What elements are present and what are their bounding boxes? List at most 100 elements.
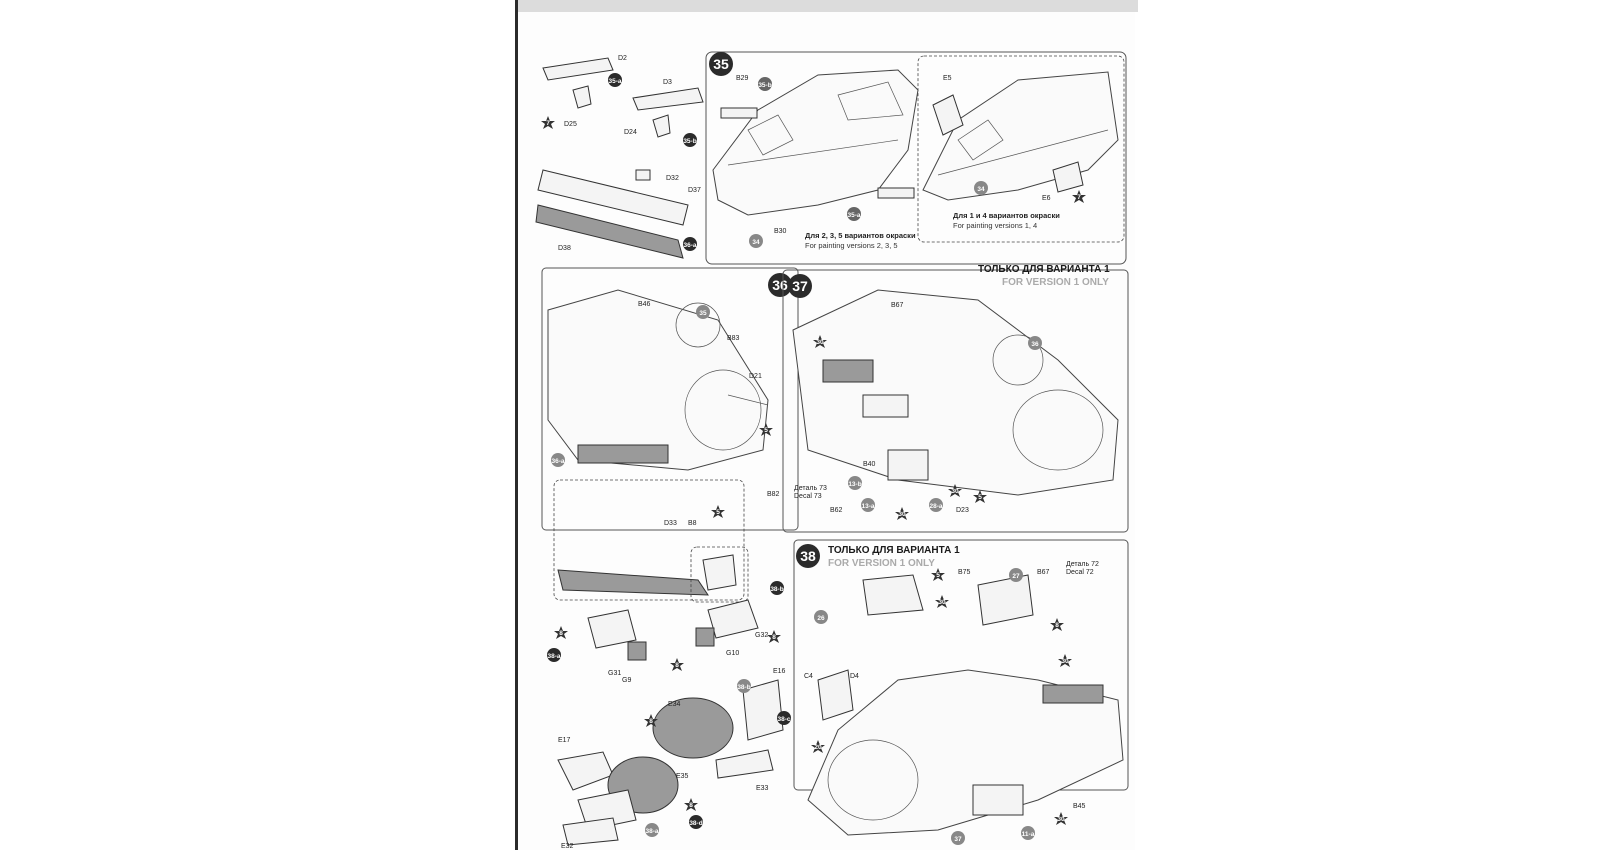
drawing-label: 35-b	[683, 138, 696, 145]
caption-versions-235-en: For painting versions 2, 3, 5	[805, 241, 898, 250]
substep-badge: 38-b	[770, 581, 784, 595]
drawing-label: 38-c	[777, 716, 790, 723]
drawing-label: 36-a	[683, 242, 696, 249]
substep-badge: 38-a	[547, 648, 561, 662]
part-g32	[707, 599, 759, 639]
drawing-label: 34	[752, 239, 760, 246]
part-label: D23	[956, 507, 969, 514]
star-ref: 8	[670, 658, 684, 671]
substep-badge: 11-a	[1021, 826, 1035, 840]
caption-versions-235-ru: Для 2, 3, 5 вариантов окраски	[805, 231, 916, 240]
part-label: E35	[676, 773, 689, 780]
part-label: B29	[736, 75, 749, 82]
part-c4	[817, 669, 854, 721]
fuselage-drawing	[712, 69, 919, 216]
step-37-badge: 37	[788, 274, 812, 298]
caption-versions-14-ru: Для 1 и 4 вариантов окраски	[953, 211, 1060, 220]
helicopter-nose-drawing	[547, 289, 769, 471]
drawing-label: 30	[816, 339, 824, 346]
part-26-hatch	[862, 574, 924, 616]
star-ref: 8	[684, 798, 698, 811]
drawing-label: 36	[1031, 341, 1039, 348]
page-top-edge	[518, 0, 1138, 12]
drawing-label: 36	[772, 277, 788, 293]
part-d25	[572, 85, 592, 109]
only-version-1-en: FOR VERSION 1 ONLY	[1002, 277, 1109, 288]
engine-intake	[992, 334, 1044, 386]
cockpit-canopy	[1012, 389, 1104, 471]
part-label: B82	[767, 491, 780, 498]
drawing-label: 27	[1012, 573, 1020, 580]
part-e5	[932, 94, 964, 136]
helicopter-body-drawing	[792, 289, 1119, 496]
door-panel	[972, 784, 1024, 816]
step-37-panel	[782, 269, 1129, 533]
door-panel	[887, 449, 929, 481]
decal-73-en: Decal 73	[794, 493, 822, 500]
part-label: G10	[726, 650, 739, 657]
part-g9	[627, 641, 647, 661]
drawing-label: 38-b	[770, 586, 783, 593]
star-ref: 7	[541, 116, 555, 129]
part-b29	[720, 107, 758, 119]
circled-ref: 35	[696, 305, 710, 319]
drawing-label: 8	[772, 634, 776, 641]
only-version-1-ru: ТОЛЬКО ДЛЯ ВАРИАНТА 1	[828, 545, 960, 556]
instruction-page: 35 B29 35-b B30 35-a 34 Для 2, 3, 5 вари…	[515, 0, 1138, 850]
canopy-outline	[957, 119, 1004, 161]
part-d2	[542, 57, 614, 81]
substep-badge: 13-b	[848, 476, 862, 490]
circled-ref: 37	[951, 831, 965, 845]
part-label: B30	[774, 228, 787, 235]
substep-badge: 35-b	[758, 77, 772, 91]
part-27-hatch	[977, 574, 1034, 626]
step-36-inset	[553, 479, 745, 601]
drawing-label: 35-b	[758, 82, 771, 89]
drawing-label: 35-a	[847, 212, 860, 219]
star-ref: 5	[931, 568, 945, 581]
star-ref: 8	[1050, 618, 1064, 631]
substep-badge: 36-a	[683, 237, 697, 251]
drawing-label: 8	[689, 802, 693, 809]
step-36-panel	[541, 267, 799, 531]
substep-badge: 38-b	[737, 679, 751, 693]
drawing-label: 35	[699, 310, 707, 317]
g-parts-inset	[690, 546, 749, 603]
star-ref: 8	[644, 714, 658, 727]
circled-ref: 36	[1028, 336, 1042, 350]
substep-badge: 38-c	[777, 711, 791, 725]
part-label: D25	[564, 121, 577, 128]
drawing-label: 37	[954, 836, 962, 843]
part-label: B75	[958, 569, 971, 576]
part-label: E33	[756, 785, 769, 792]
drawing-label: 35-a	[608, 78, 621, 85]
star-ref: 30	[813, 335, 827, 348]
substep-badge: 38-d	[689, 815, 703, 829]
part-label: E17	[558, 737, 571, 744]
substep-badge: 38-a	[645, 823, 659, 837]
panel-line	[727, 139, 899, 166]
part-label: G32	[755, 632, 768, 639]
drawing-label: 7	[546, 120, 550, 127]
circled-ref: 26	[814, 610, 828, 624]
part-label: D2	[618, 55, 627, 62]
drawing-label: 37	[792, 278, 808, 294]
star-ref: 5	[759, 423, 773, 436]
part-d32	[635, 169, 651, 181]
star-ref: 30	[895, 507, 909, 520]
only-version-1-en: FOR VERSION 1 ONLY	[828, 558, 935, 569]
part-label: B40	[863, 461, 876, 468]
engine-intake	[675, 302, 721, 348]
part-label: D24	[624, 129, 637, 136]
step-38-badge: 38	[796, 544, 820, 568]
circled-ref: 27	[1009, 568, 1023, 582]
drawing-label: 13-a	[861, 503, 874, 510]
step-36-badge: 36	[768, 273, 792, 297]
part-e17	[557, 751, 614, 791]
star-ref: 5	[711, 505, 725, 518]
drawing-label: 30	[898, 511, 906, 518]
step-number: 35	[713, 56, 729, 72]
part-e6	[1052, 161, 1084, 193]
drawing-label: 8	[675, 662, 679, 669]
step-35-badge: 35	[709, 52, 733, 76]
